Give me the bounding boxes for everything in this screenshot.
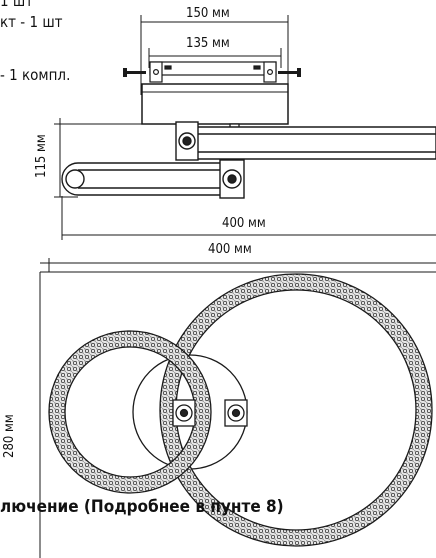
kit-line-3: - 1 компл. <box>0 66 71 84</box>
ring-large <box>159 273 433 547</box>
rear-ring-side <box>192 126 436 160</box>
dim-280-label: 280 мм <box>2 414 17 458</box>
connection-note: лючение (Подробнее в пунте 8) <box>0 497 284 517</box>
dim-400-side-line <box>61 196 436 240</box>
dim-135-label: 135 мм <box>186 36 230 51</box>
dim-115-label: 115 мм <box>34 134 49 178</box>
plan-joint-left <box>172 399 196 427</box>
kit-line-2: кт - 1 шт <box>0 13 63 31</box>
front-joint <box>219 159 245 199</box>
dim-150-line <box>140 15 289 95</box>
kit-line-1: 1 шт <box>0 0 34 10</box>
dim-400-plan-label: 400 мм <box>208 242 252 257</box>
screw-left-icon <box>123 68 146 77</box>
dim-135-line <box>148 48 282 68</box>
front-ring-side <box>61 162 224 196</box>
dim-115-line <box>54 118 142 198</box>
plan-joint-right <box>224 399 248 427</box>
dim-400-plan-line <box>40 258 436 273</box>
dim-150-label: 150 мм <box>186 6 230 21</box>
canopy-base <box>141 83 289 125</box>
dim-400-side-label: 400 мм <box>222 216 266 231</box>
rear-joint <box>175 121 199 161</box>
mounting-bracket <box>149 61 277 83</box>
screw-right-icon <box>278 68 301 77</box>
